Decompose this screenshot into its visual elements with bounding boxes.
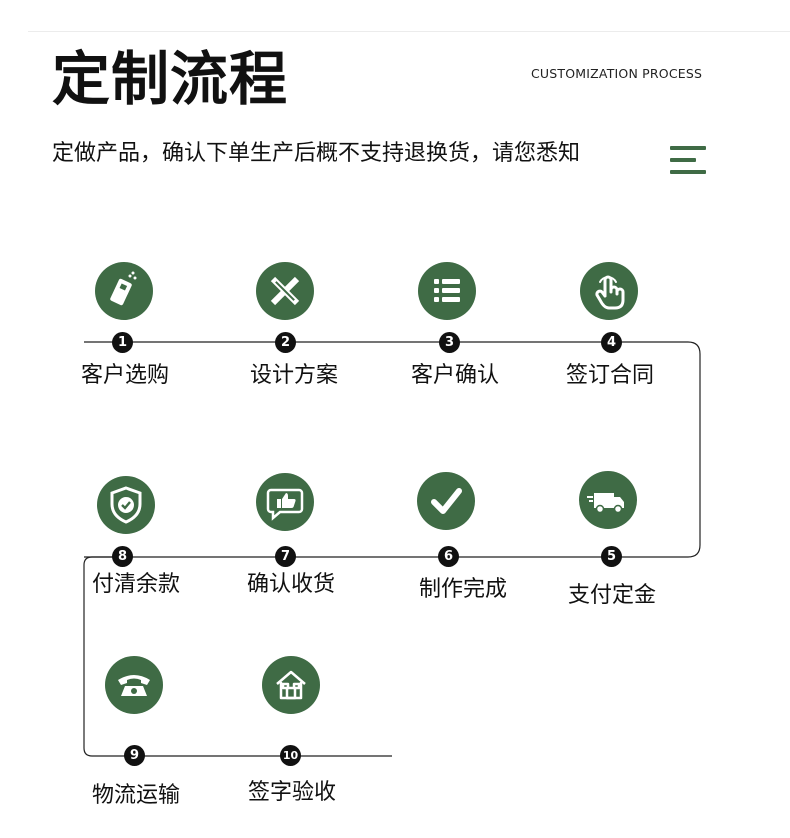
step-label-2: 设计方案: [249, 363, 339, 388]
pencil-ruler-icon: [256, 262, 314, 320]
step-label-5: 支付定金: [567, 583, 657, 608]
checklist-icon: [418, 262, 476, 320]
step-number-2: 2: [275, 332, 296, 353]
telephone-icon: [105, 656, 163, 714]
step-number-1: 1: [112, 332, 133, 353]
step-number-6: 6: [438, 546, 459, 567]
step-number-4: 4: [601, 332, 622, 353]
step-number-5: 5: [601, 546, 622, 567]
page-subtitle-en: CUSTOMIZATION PROCESS: [531, 66, 703, 81]
delivery-truck-icon: [579, 471, 637, 529]
step-label-10: 签字验收: [247, 780, 337, 805]
shield-check-icon: [97, 476, 155, 534]
step-number-7: 7: [275, 546, 296, 567]
checkmark-icon: [417, 472, 475, 530]
thumbs-up-icon: [256, 473, 314, 531]
step-label-4: 签订合同: [565, 363, 655, 388]
house-icon: [262, 656, 320, 714]
mobile-phone-icon: [95, 262, 153, 320]
step-label-1: 客户选购: [80, 363, 170, 388]
step-number-3: 3: [439, 332, 460, 353]
step-number-10: 10: [280, 745, 301, 766]
pointing-hand-icon: [580, 262, 638, 320]
step-number-9: 9: [124, 745, 145, 766]
page-title: 定制流程: [52, 45, 289, 113]
menu-icon[interactable]: [670, 146, 706, 176]
step-label-6: 制作完成: [418, 577, 508, 602]
top-divider: [28, 31, 790, 32]
step-label-9: 物流运输: [91, 783, 181, 808]
step-label-8: 付清余款: [91, 572, 181, 597]
step-number-8: 8: [112, 546, 133, 567]
step-label-7: 确认收货: [246, 572, 336, 597]
notice-text: 定做产品，确认下单生产后概不支持退换货，请您悉知: [52, 141, 581, 166]
step-label-3: 客户确认: [410, 363, 500, 388]
